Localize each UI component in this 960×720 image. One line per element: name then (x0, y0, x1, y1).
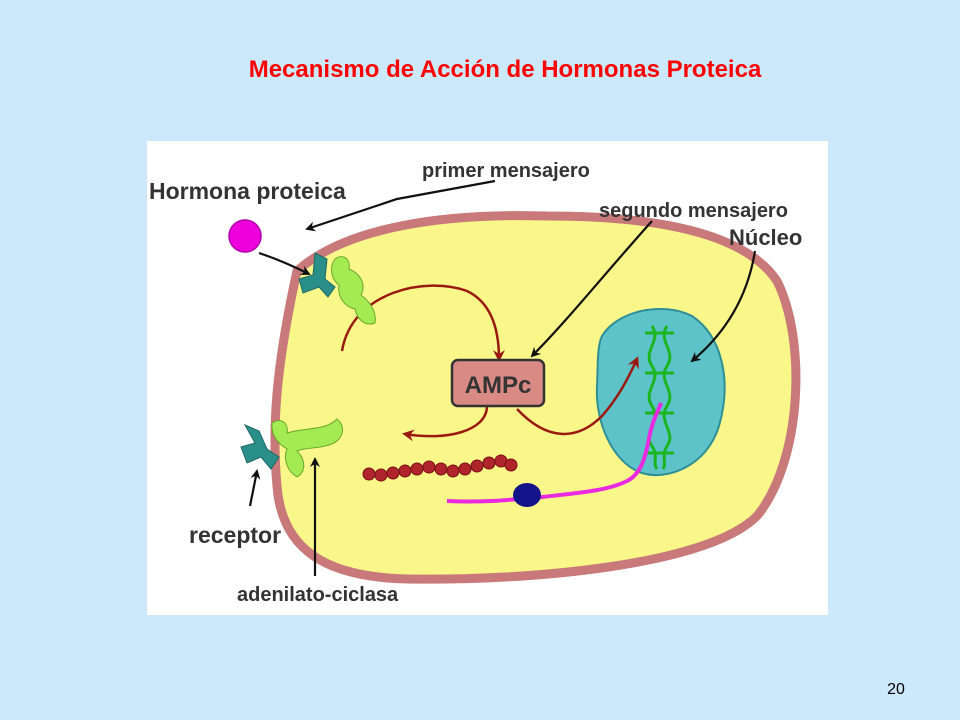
slide-title: Mecanismo de Acción de Hormonas Proteica (248, 56, 762, 83)
page-number: 20 (887, 681, 905, 698)
nucleus (595, 308, 726, 477)
protein-chain (362, 454, 518, 482)
label-arrows (248, 179, 757, 576)
first-messenger-label: primer mensajero (422, 160, 590, 182)
receptor-bottom (240, 418, 344, 478)
receptor-label: receptor (189, 522, 281, 548)
hormone-molecule (228, 219, 262, 253)
adenylate-cyclase-label: adenilato-ciclasa (237, 584, 399, 606)
diagram-panel: AMPc Hormona proteica primer mensajero s… (147, 141, 828, 615)
second-messenger-label: segundo mensajero (599, 200, 788, 222)
camp-node: AMPc (450, 358, 546, 408)
mrna-strand (446, 402, 663, 504)
cell-diagram: AMPc Hormona proteica primer mensajero s… (149, 160, 802, 606)
chromatin (645, 325, 674, 470)
nucleus-label: Núcleo (729, 225, 802, 250)
camp-label: AMPc (465, 372, 532, 399)
hormone-label: Hormona proteica (149, 178, 346, 204)
ribosome (513, 483, 541, 507)
receptor-top (298, 252, 376, 325)
